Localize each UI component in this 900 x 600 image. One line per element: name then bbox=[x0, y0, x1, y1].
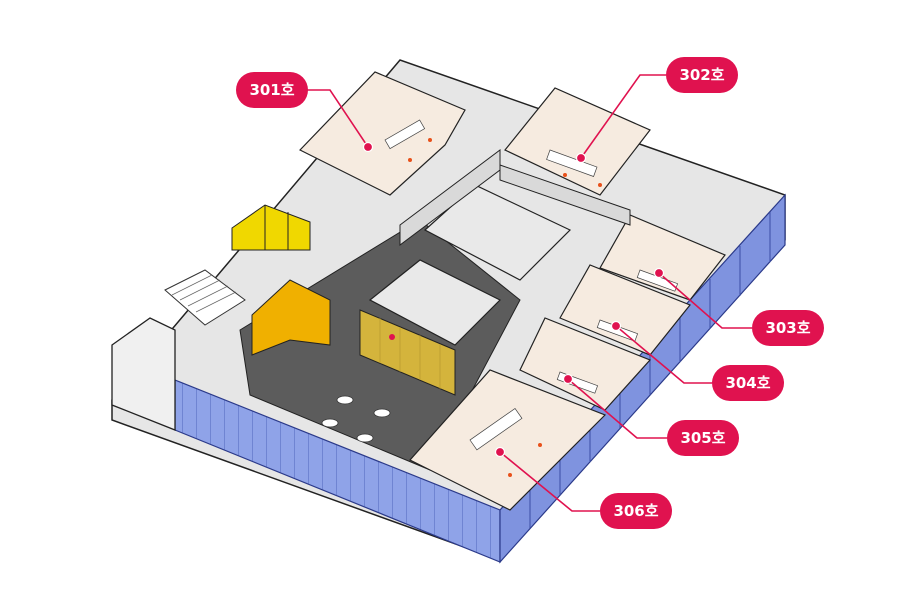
callout-leader-line bbox=[580, 74, 666, 159]
callout-305: 305호 bbox=[562, 373, 739, 456]
sign-grid bbox=[379, 318, 441, 389]
chair-markers bbox=[408, 138, 602, 477]
callout-304: 304호 bbox=[610, 320, 784, 401]
callout-anchor-dot bbox=[653, 267, 665, 279]
room-label-306: 306호 bbox=[613, 502, 658, 520]
corridor-wall-left bbox=[399, 149, 501, 246]
room-label-pill bbox=[752, 310, 824, 346]
gold-sign-panel bbox=[359, 309, 456, 396]
stair-core bbox=[111, 317, 176, 431]
central-meeting-room-lower bbox=[368, 259, 502, 346]
corridor-wall-right bbox=[499, 164, 631, 226]
office-303 bbox=[599, 214, 726, 301]
room-label-pill bbox=[236, 72, 308, 108]
callout-leader-line bbox=[615, 325, 712, 384]
callout-anchor-dot bbox=[575, 152, 587, 164]
room-label-pill bbox=[666, 57, 738, 93]
callout-306: 306호 bbox=[494, 446, 672, 529]
office-306 bbox=[409, 369, 607, 511]
stair-lines bbox=[171, 274, 237, 313]
room-label-301: 301호 bbox=[249, 81, 294, 99]
callout-leader-line bbox=[658, 272, 752, 329]
office-301 bbox=[299, 71, 466, 196]
room-label-pill bbox=[667, 420, 739, 456]
room-label-303: 303호 bbox=[765, 319, 810, 337]
office-302 bbox=[504, 87, 651, 196]
callout-anchor-dot bbox=[562, 373, 574, 385]
office-304 bbox=[559, 264, 691, 356]
room-label-pill bbox=[600, 493, 672, 529]
room-label-304: 304호 bbox=[725, 374, 770, 392]
callout-leader-line bbox=[306, 89, 369, 148]
callout-anchor-dot bbox=[494, 446, 506, 458]
office-305 bbox=[519, 317, 652, 411]
callout-anchor-dot bbox=[362, 141, 374, 153]
callout-301: 301호 bbox=[236, 72, 374, 153]
room-callouts: 301호 302호 303호 304호 305호 306호 bbox=[236, 57, 824, 529]
room-label-pill bbox=[712, 365, 784, 401]
cafe-tables bbox=[321, 395, 391, 443]
room-label-302: 302호 bbox=[679, 66, 724, 84]
orange-wall-panel bbox=[251, 279, 331, 356]
callout-leader-line bbox=[567, 378, 667, 439]
callout-303: 303호 bbox=[653, 267, 824, 346]
callout-anchor-dot bbox=[610, 320, 622, 332]
sign-logo-icon bbox=[389, 334, 395, 340]
room-label-305: 305호 bbox=[680, 429, 725, 447]
callout-302: 302호 bbox=[575, 57, 738, 164]
callout-leader-line bbox=[499, 451, 600, 512]
